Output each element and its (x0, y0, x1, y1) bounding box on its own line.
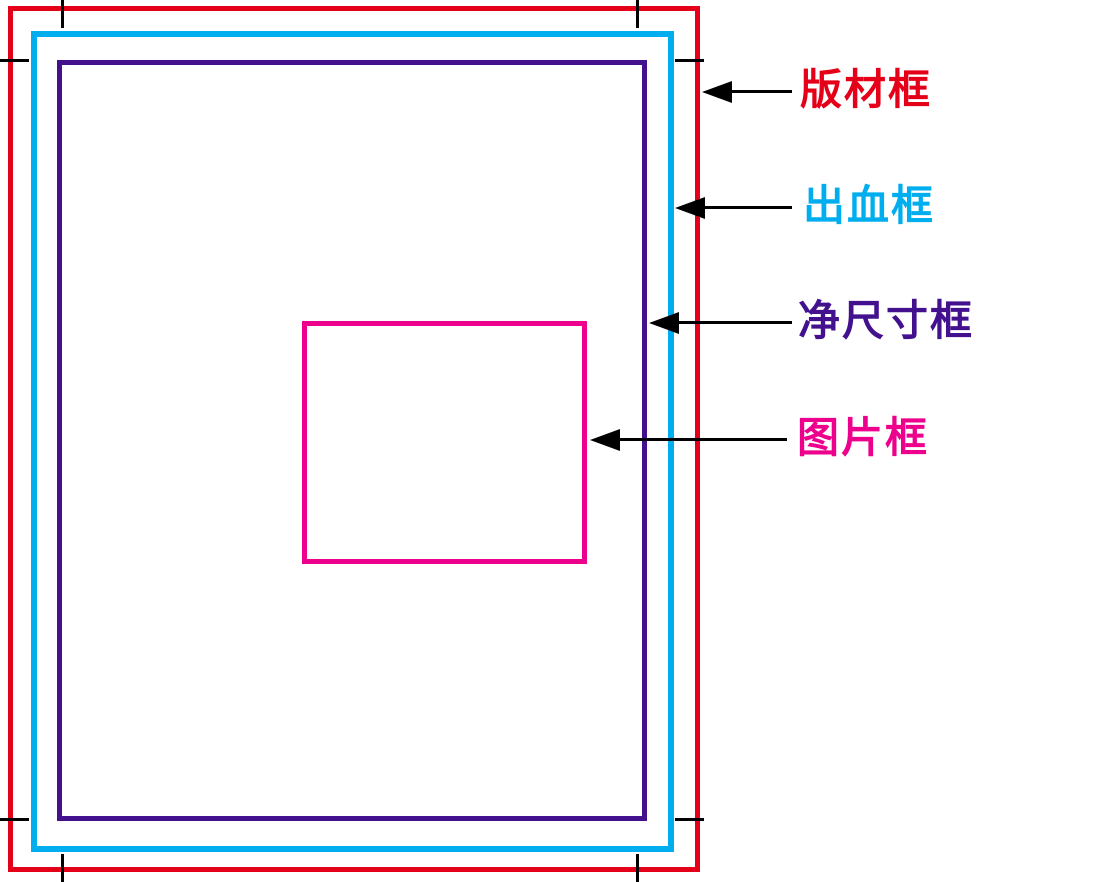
bleed-frame-label: 出血框 (803, 184, 936, 230)
crop-mark-left-top (0, 59, 29, 62)
plate-frame-arrow-icon (732, 90, 792, 93)
crop-mark-bottom-left (61, 854, 64, 882)
crop-mark-top-left (61, 0, 64, 28)
picture-frame-arrow-icon (620, 438, 787, 441)
crop-mark-right-top (675, 59, 704, 62)
crop-mark-bottom-right (636, 854, 639, 882)
plate-frame-label: 版材框 (800, 68, 933, 114)
picture-frame (302, 321, 587, 564)
crop-mark-top-right (636, 0, 639, 28)
trim-frame-label: 净尺寸框 (798, 299, 975, 345)
bleed-frame-arrow-icon (705, 206, 792, 209)
bleed-frame (31, 31, 674, 852)
trim-frame-arrow-icon (679, 321, 792, 324)
crop-mark-left-bottom (0, 818, 29, 821)
picture-frame-label: 图片框 (797, 416, 930, 462)
crop-mark-right-bottom (675, 818, 704, 821)
